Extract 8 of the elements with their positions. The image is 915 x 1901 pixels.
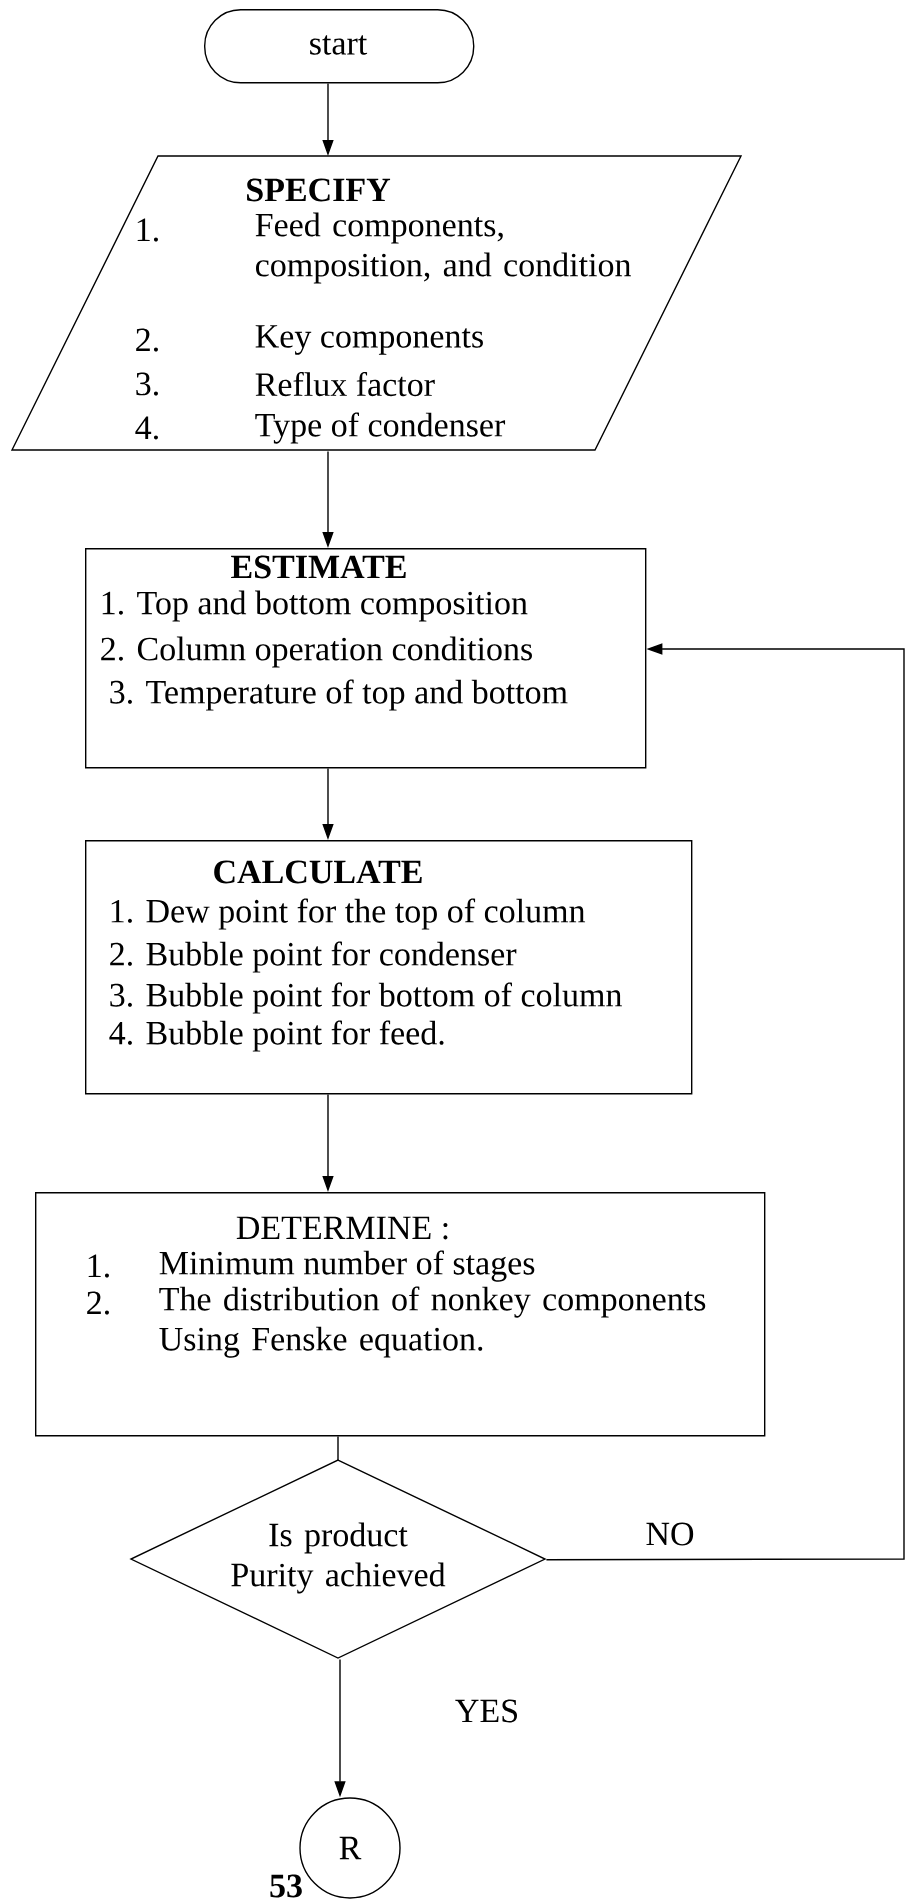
process-box: ESTIMATE 1. Top and bottom composition 2. Column operation conditions 3. Temperature of top and bottom [85,548,647,769]
page-number: 53 [270,1874,302,1898]
process-box: DETERMINE : 1. Minimum number of stages 2. The distribution of nonkey components Using Fenske equation. [35,1192,766,1437]
arrow [545,643,905,1561]
process-box: CALCULATE 1. Dew point for the top of column 2. Bubble point for condenser 3. Bubble point for bottom of column 4. Bubble point for feed. [85,840,693,1095]
edge-label: YES [452,1697,522,1725]
terminal-box: start [204,9,475,84]
edge-label: NO [643,1520,697,1548]
